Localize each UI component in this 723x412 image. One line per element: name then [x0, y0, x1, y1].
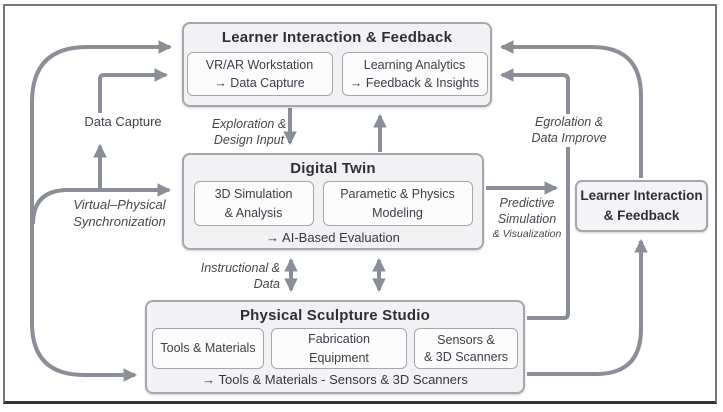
instructional-line2: Data [253, 277, 280, 292]
digital-twin-box: Digital Twin 3D Simulation & Analysis Pa… [182, 153, 484, 250]
studio-footer-label: → Tools & Materials - Sensors & 3D Scann… [202, 372, 468, 387]
virtual-physical-sync-label: Virtual–Physical Synchronization [52, 197, 187, 231]
physical-sculpture-studio-box: Physical Sculpture Studio Tools & Materi… [145, 300, 525, 394]
virtual-line2: Synchronization [73, 213, 166, 229]
right-box-line1: Learner Interaction [580, 187, 703, 203]
arrow-sync-to-digital-twin [31, 183, 172, 225]
right-box-line2: & Feedback [603, 208, 680, 223]
parametric-physics-box: Parametic & Physics Modeling [322, 181, 473, 226]
studio-title: Physical Sculpture Studio [239, 307, 431, 324]
arrow-left-trunk-to-studio [30, 205, 138, 382]
exploration-design-input-label: Exploration & Design Input [193, 116, 305, 149]
analytics-line1: Learning Analytics [363, 57, 466, 72]
sensors-line1: Sensors & [437, 332, 495, 347]
analytics-line2: → Feedback & Insights [349, 76, 480, 90]
fabrication-equipment-box: Fabrication Equipment [271, 328, 407, 369]
virtual-line1: Virtual–Physical [73, 197, 166, 212]
learner-interaction-feedback-top-box: Learner Interaction & Feedback VR/AR Wor… [182, 22, 492, 107]
learner-interaction-feedback-right-box: Learner Interaction & Feedback [575, 180, 708, 232]
ai-based-evaluation-label: → AI-Based Evaluation [266, 230, 400, 245]
simulation-line2: & Analysis [224, 205, 283, 220]
vr-ar-workstation-box: VR/AR Workstation → Data Capture [186, 52, 333, 96]
simulation-line1: 3D Simulation [214, 187, 293, 202]
data-capture-label: Data Capture [62, 114, 184, 131]
parametric-line1: Parametic & Physics [340, 187, 455, 202]
predictive-line2: Simulation [497, 212, 557, 227]
predictive-line1: Predictive [499, 196, 555, 210]
figure-frame [3, 4, 717, 404]
predictive-simulation-label: Predictive Simulation & Visualization [487, 195, 567, 241]
sensors-line2: & 3D Scanners [423, 349, 509, 364]
simulation-analysis-box: 3D Simulation & Analysis [193, 181, 314, 226]
arrow-studio-up-to-top-box [499, 68, 570, 320]
arrow-studio-to-right-learner-box [527, 238, 648, 376]
exploration-line1: Exploration & [211, 117, 287, 131]
predictive-line3: & Visualization [492, 227, 562, 240]
instructional-data-label: Instructional & Data [183, 260, 280, 293]
instructional-line1: Instructional & [200, 261, 280, 275]
top-box-title: Learner Interaction & Feedback [221, 29, 453, 46]
tools-line1: Tools & Materials [160, 341, 256, 356]
vr-ar-line1: VR/AR Workstation [205, 57, 314, 72]
egrolation-line2: Data Improve [531, 131, 607, 146]
digital-twin-inner-row: 3D Simulation & Analysis Parametic & Phy… [184, 181, 482, 226]
arrow-left-trunk-to-top-box [30, 40, 173, 215]
sensors-scanners-box: Sensors & & 3D Scanners [414, 328, 518, 369]
learning-analytics-box: Learning Analytics → Feedback & Insights [341, 52, 488, 96]
top-box-inner-row: VR/AR Workstation → Data Capture Learnin… [184, 52, 490, 96]
exploration-line2: Design Input [213, 133, 285, 148]
digital-twin-title: Digital Twin [290, 160, 376, 177]
egrolation-line1: Egrolation & [534, 115, 604, 129]
studio-inner-row: Tools & Materials Fabrication Equipment … [147, 328, 523, 369]
tools-materials-box: Tools & Materials [152, 328, 264, 369]
arrow-right-learner-box-to-top-box [499, 40, 643, 178]
fabrication-line1: Fabrication Equipment [308, 332, 370, 365]
egrolation-data-improve-label: Egrolation & Data Improve [522, 114, 616, 147]
arrow-data-capture-to-top-box [98, 68, 169, 113]
parametric-line2: Modeling [372, 205, 423, 220]
vr-ar-line2: → Data Capture [214, 76, 305, 90]
